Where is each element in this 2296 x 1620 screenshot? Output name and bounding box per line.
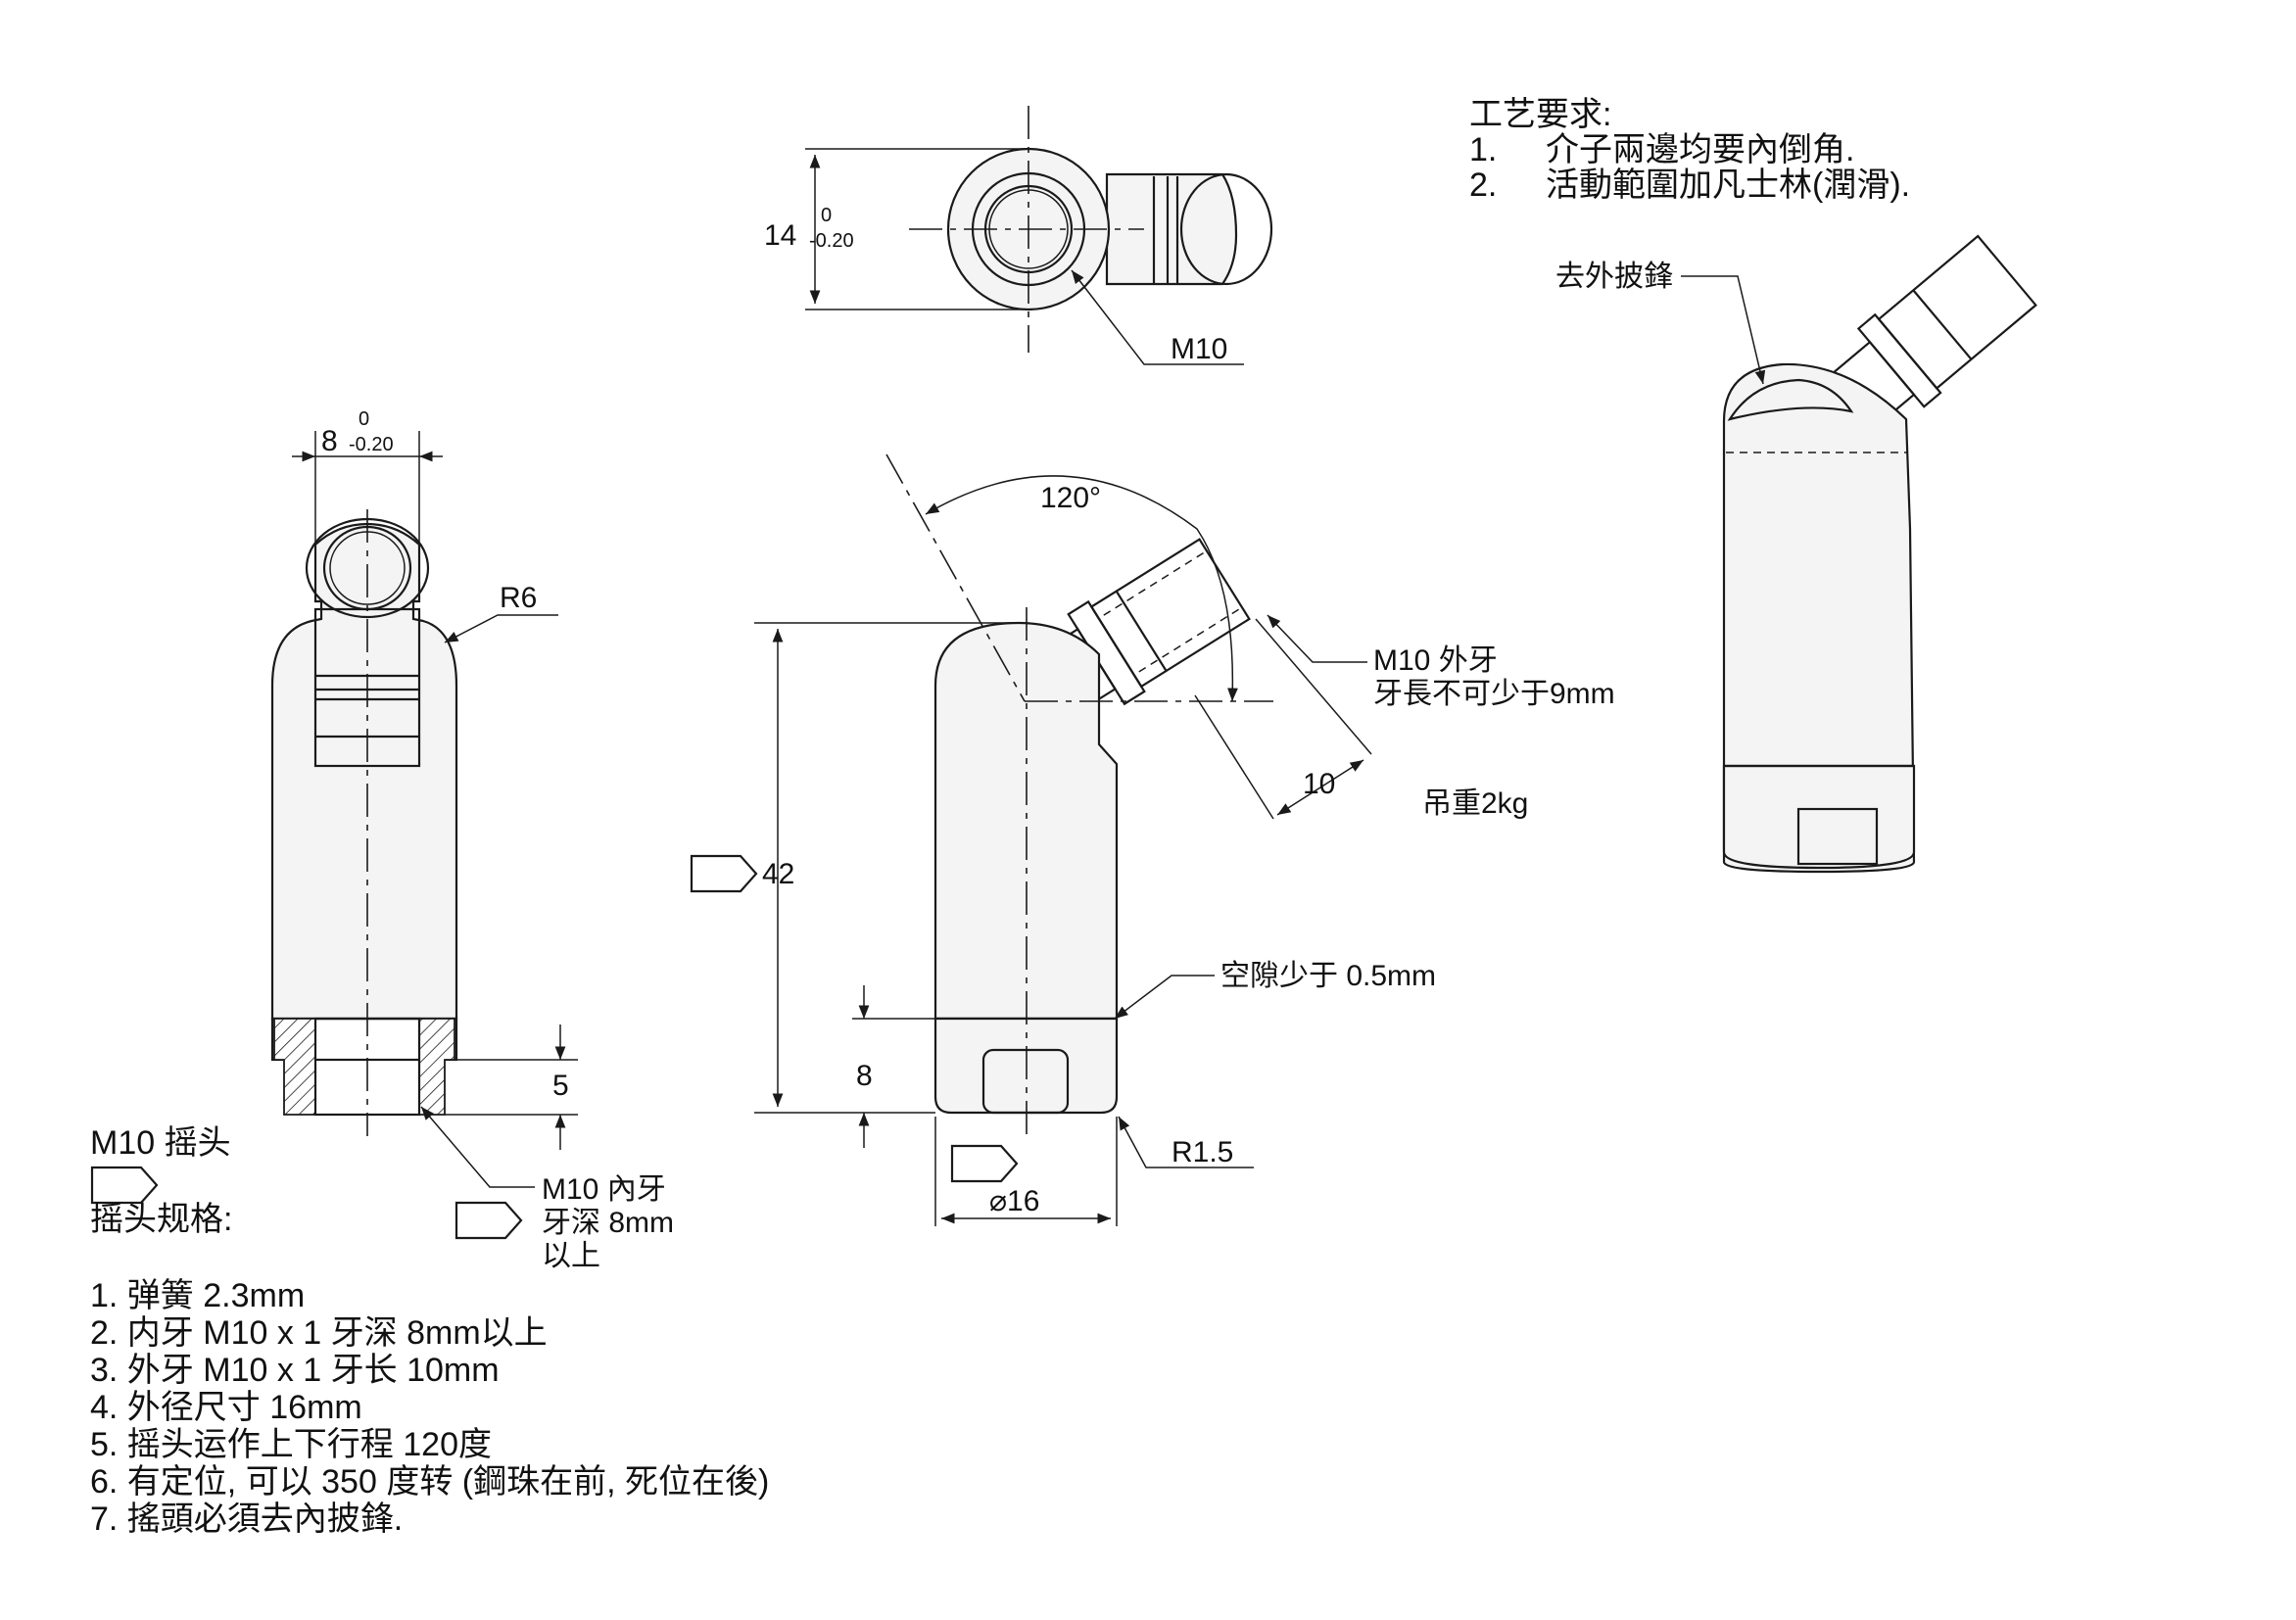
spec-item: 2. 内牙 M10 x 1 牙深 8mm以上 bbox=[90, 1314, 548, 1352]
dim-14-tol-upper: 0 bbox=[821, 205, 832, 226]
spec-item: 6. 有定位, 可以 350 度转 (鋼珠在前, 死位在後) bbox=[90, 1463, 769, 1501]
finish-symbol-icon bbox=[690, 854, 758, 893]
dim-14-label: 14 bbox=[764, 219, 796, 252]
dim-8-tol-lower: -0.20 bbox=[349, 434, 394, 455]
process-req-text-2: 活動範圍加凡士林(潤滑). bbox=[1546, 167, 1910, 204]
m10-internal-line2: 牙深 8mm bbox=[542, 1207, 674, 1239]
spec-item: 3. 外牙 M10 x 1 牙长 10mm bbox=[90, 1352, 500, 1389]
process-req-num-2: 2. bbox=[1469, 167, 1497, 204]
dim-8-label: 8 bbox=[856, 1060, 873, 1092]
specs-title: M10 摇头 bbox=[90, 1124, 231, 1162]
hanging-weight-label: 吊重2kg bbox=[1422, 787, 1528, 820]
m10-internal-line3: 以上 bbox=[542, 1240, 600, 1272]
deburr-outer-label: 去外披鋒 bbox=[1555, 261, 1673, 293]
r6-label: R6 bbox=[500, 582, 537, 614]
m10-external-line1: M10 外牙 bbox=[1373, 644, 1498, 677]
process-req-title: 工艺要求: bbox=[1469, 96, 1611, 133]
specs-block: M10 摇头 摇头规格: 1. 弹簧 2.3mm 2. 内牙 M10 x 1 牙… bbox=[90, 1124, 769, 1538]
m10-top-label: M10 bbox=[1171, 333, 1227, 365]
dim-8-top-label: 8 bbox=[321, 425, 338, 457]
finish-symbol-icon bbox=[454, 1201, 523, 1240]
gap-label: 空隙少于 0.5mm bbox=[1220, 960, 1436, 992]
specs-subtitle: 摇头规格: bbox=[90, 1201, 232, 1238]
process-requirements: 工艺要求: 1. 介子兩邊均要內倒角. 2. 活動範圍加凡士林(潤滑). bbox=[1469, 96, 1910, 204]
dim-5-label: 5 bbox=[552, 1070, 569, 1102]
angle-120-label: 120° bbox=[1040, 482, 1101, 514]
dim-14-tol-lower: -0.20 bbox=[809, 230, 854, 252]
m10-external-line2: 牙長不可少于9mm bbox=[1373, 678, 1615, 710]
r1-5-label: R1.5 bbox=[1172, 1136, 1233, 1168]
spec-item: 1. 弹簧 2.3mm bbox=[90, 1277, 305, 1314]
dim-10-label: 10 bbox=[1303, 768, 1335, 800]
m10-internal-line1: M10 內牙 bbox=[542, 1173, 666, 1206]
process-req-text-1: 介子兩邊均要內倒角. bbox=[1546, 131, 1854, 168]
dim-8-tol-upper: 0 bbox=[359, 408, 369, 430]
finish-symbol-icon bbox=[950, 1144, 1019, 1183]
finish-symbol-icon bbox=[90, 1166, 159, 1205]
isometric-view: 去外披鋒 bbox=[1555, 234, 2037, 874]
side-view: 8 0 -0.20 R6 5 M10 內牙 牙深 8mm 以上 bbox=[270, 408, 674, 1272]
dia-16-label: ⌀16 bbox=[989, 1185, 1039, 1217]
dim-42-label: 42 bbox=[762, 858, 794, 890]
top-view: 14 0 -0.20 M10 bbox=[764, 106, 1273, 365]
spec-item: 7. 搖頭必須去內披鋒. bbox=[90, 1501, 403, 1538]
process-req-num-1: 1. bbox=[1469, 131, 1497, 168]
front-view: 120° M10 外牙 牙長不可少于9mm 10 42 8 空隙少于 0.5mm… bbox=[690, 453, 1615, 1226]
spec-item: 5. 摇头运作上下行程 120度 bbox=[90, 1426, 492, 1463]
spec-item: 4. 外径尺寸 16mm bbox=[90, 1389, 362, 1426]
